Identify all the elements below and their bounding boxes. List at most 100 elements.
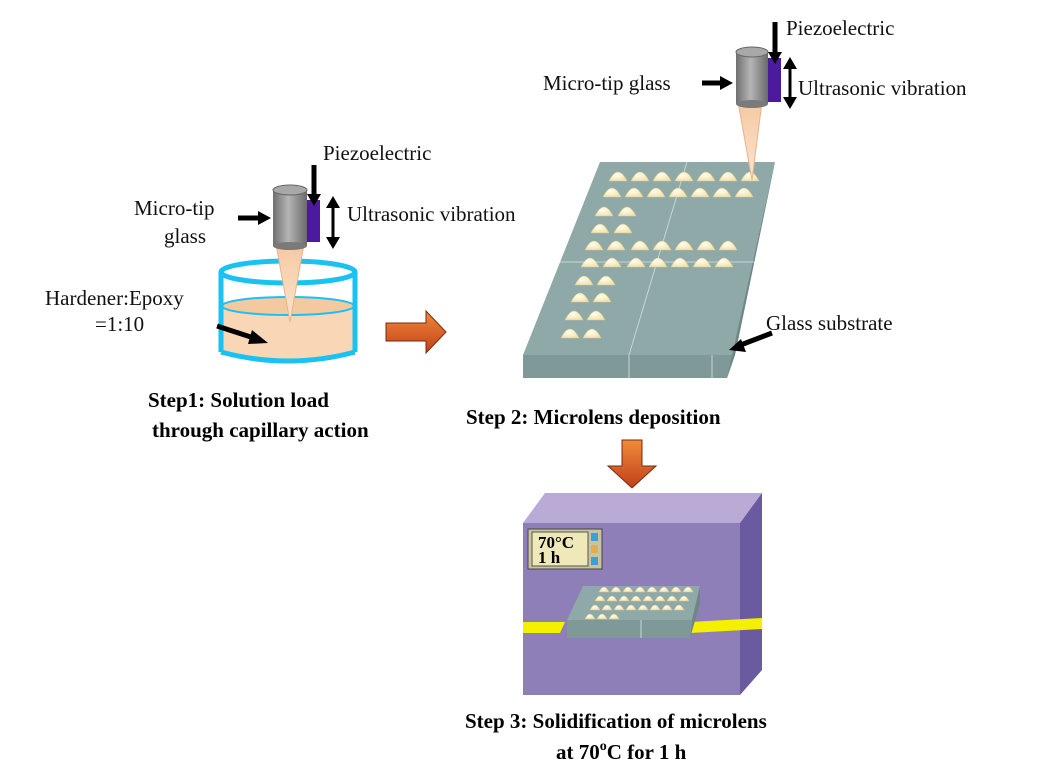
- microlens: [690, 187, 710, 198]
- step1-caption-line1: Step1: Solution load: [148, 388, 329, 412]
- step2-caption: Step 2: Microlens deposition: [466, 405, 721, 429]
- micro-tip-glass-2: [735, 46, 781, 181]
- microlens: [580, 257, 600, 268]
- microlens: [624, 187, 644, 198]
- microlens: [674, 171, 694, 182]
- microlens: [666, 595, 678, 602]
- microlens: [670, 586, 682, 593]
- microlens: [696, 240, 716, 251]
- microlens: [648, 257, 668, 268]
- step2-vibration-label: Ultrasonic vibration: [798, 76, 967, 100]
- microlens: [678, 595, 690, 602]
- oven-top: [523, 493, 762, 523]
- microlens: [634, 586, 646, 593]
- microlens: [586, 310, 606, 321]
- substrate-arrow: [737, 330, 773, 349]
- step1-group: Piezoelectric Micro-tip glass Ultrasonic…: [45, 141, 516, 442]
- microlens: [589, 604, 601, 611]
- process-arrow-down: [606, 439, 658, 489]
- step1-ratio-line1: Hardener:Epoxy: [45, 286, 184, 310]
- microlens: [718, 171, 738, 182]
- microlens: [584, 240, 604, 251]
- step1-vibration-label: Ultrasonic vibration: [347, 202, 516, 226]
- step3-group: 70°C 1 h Step 3: Solidification of micro…: [465, 493, 767, 764]
- curing-oven: 70°C 1 h: [523, 493, 762, 695]
- oven-display-time: 1 h: [538, 548, 561, 567]
- microlens: [564, 310, 584, 321]
- microlens: [596, 613, 608, 620]
- microlens: [601, 604, 613, 611]
- microlens: [652, 171, 672, 182]
- microlens: [673, 604, 685, 611]
- microlens: [584, 613, 596, 620]
- step2-group: Piezoelectric Micro-tip glass Ultrasonic…: [466, 16, 967, 429]
- step2-arrows: [702, 22, 797, 352]
- microlens: [674, 240, 694, 251]
- microlens: [622, 586, 634, 593]
- microlens: [594, 206, 614, 217]
- piezo-block: [307, 200, 320, 242]
- step1-caption-line2: through capillary action: [152, 418, 369, 442]
- microlens: [613, 604, 625, 611]
- step2-tip-label: Micro-tip glass: [543, 71, 671, 95]
- step1-tip-label-2: glass: [164, 224, 206, 248]
- microlens: [592, 292, 612, 303]
- microlens: [646, 187, 666, 198]
- tip-body: [736, 52, 768, 104]
- microlens: [608, 171, 628, 182]
- microlens: [734, 187, 754, 198]
- microlens: [654, 595, 666, 602]
- step1-ratio-line2: =1:10: [95, 312, 144, 336]
- microlens: [649, 604, 661, 611]
- step3-caption-pre: at 70: [556, 740, 600, 764]
- piezo-block: [768, 58, 781, 102]
- micro-tip-glass-1: [272, 184, 320, 323]
- substrate-top: [523, 162, 775, 355]
- microlens: [642, 595, 654, 602]
- microlens: [661, 604, 673, 611]
- microlens: [714, 257, 734, 268]
- step3-caption-line1: Step 3: Solidification of microlens: [465, 709, 767, 733]
- heater-strip-right: [690, 618, 762, 633]
- microlens: [570, 292, 590, 303]
- microlens: [712, 187, 732, 198]
- microlens: [658, 586, 670, 593]
- step3-caption-post: C for 1 h: [607, 740, 687, 764]
- microlens: [626, 257, 646, 268]
- microlens: [682, 586, 694, 593]
- step3-caption-line2: at 70oC for 1 h: [556, 739, 687, 764]
- microlens: [602, 187, 622, 198]
- microlens: [670, 257, 690, 268]
- oven-microlens-array: [584, 586, 694, 620]
- microlens: [625, 604, 637, 611]
- microlens: [582, 328, 602, 339]
- step3-caption-sup: o: [600, 739, 607, 754]
- tip-body: [273, 190, 307, 246]
- microlens: [692, 257, 712, 268]
- microlens: [668, 187, 688, 198]
- microlens: [610, 586, 622, 593]
- glass-substrate: [523, 161, 775, 378]
- microlens: [608, 613, 620, 620]
- microlens: [574, 275, 594, 286]
- step2-piezo-label: Piezoelectric: [786, 16, 894, 40]
- microlens: [596, 275, 616, 286]
- oven-display-temp: 70°C: [538, 533, 574, 552]
- microlens: [630, 240, 650, 251]
- step2-substrate-label: Glass substrate: [766, 311, 893, 335]
- microlens: [696, 171, 716, 182]
- step1-piezo-label: Piezoelectric: [323, 141, 431, 165]
- process-arrow-right: [385, 309, 447, 355]
- microlens: [637, 604, 649, 611]
- oven-sample-top: [567, 586, 700, 620]
- microlens: [613, 223, 633, 234]
- microlens-array: [560, 171, 760, 339]
- microlens: [718, 240, 738, 251]
- microlens: [630, 595, 642, 602]
- microlens: [646, 586, 658, 593]
- step1-arrows: [216, 165, 340, 344]
- microlens: [560, 328, 580, 339]
- epoxy-solution: [222, 306, 354, 360]
- microlens: [590, 223, 610, 234]
